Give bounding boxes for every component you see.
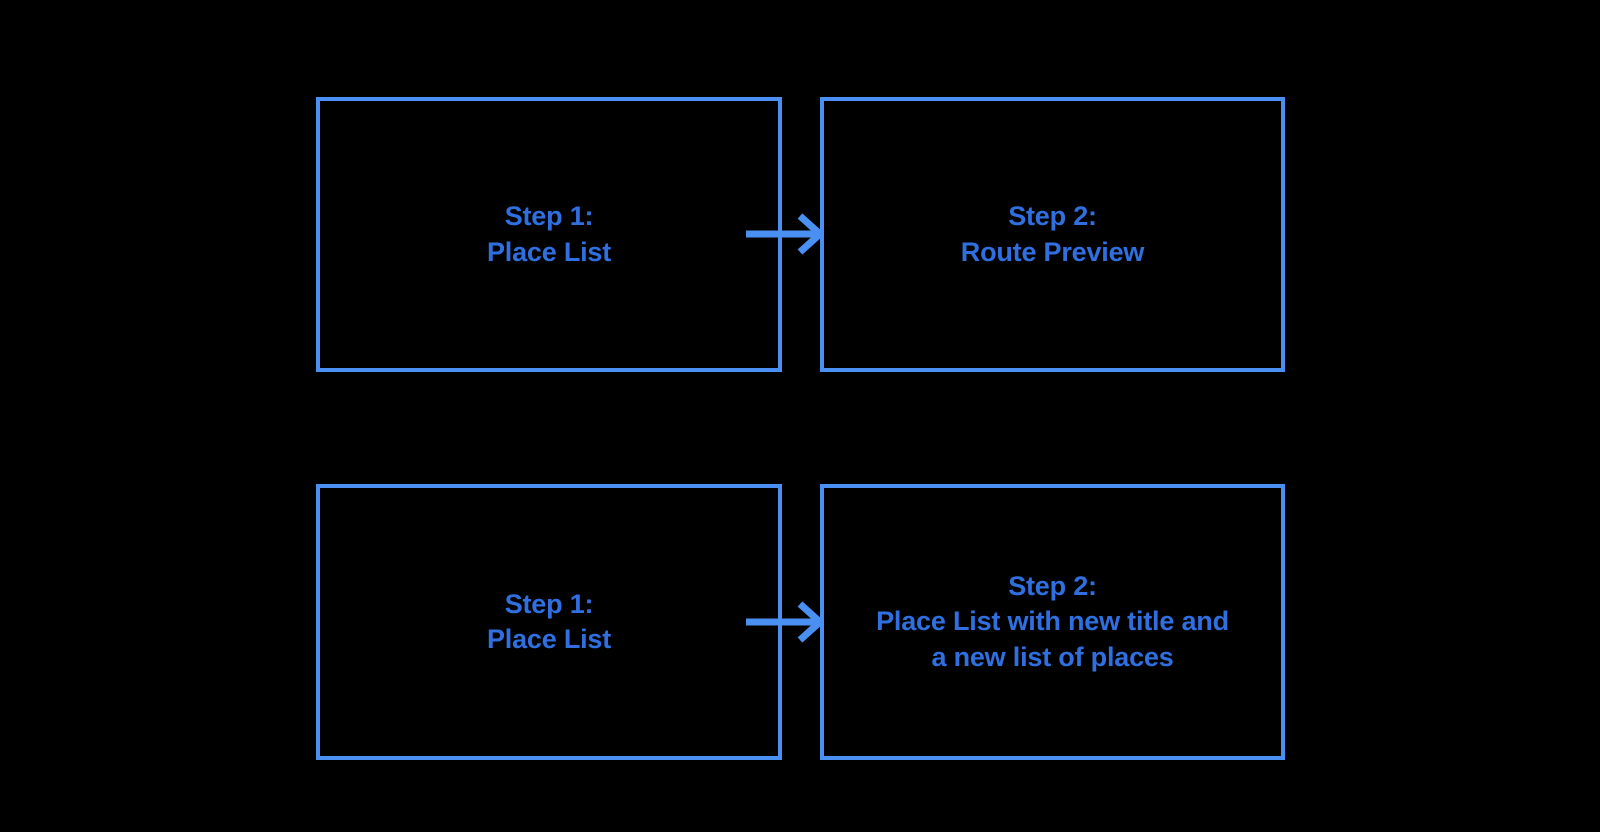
step-box-label: Step 1: Place List <box>486 201 612 267</box>
flow-row-1: Step 1: Place List Step 2: Route Preview <box>0 97 1600 372</box>
flow-row-2: Step 1: Place List Step 2: Place List wi… <box>0 484 1600 760</box>
step-box-label: Step 2: Route Preview <box>960 201 1145 267</box>
step-box-2-2[interactable]: Step 2: Place List with new title and a … <box>820 484 1285 760</box>
step-box-label: Step 2: Place List with new title and a … <box>876 571 1229 672</box>
step-box-2-1[interactable]: Step 1: Place List <box>316 484 782 760</box>
step-box-1-2[interactable]: Step 2: Route Preview <box>820 97 1285 372</box>
step-box-1-1[interactable]: Step 1: Place List <box>316 97 782 372</box>
step-box-label: Step 1: Place List <box>486 588 612 654</box>
